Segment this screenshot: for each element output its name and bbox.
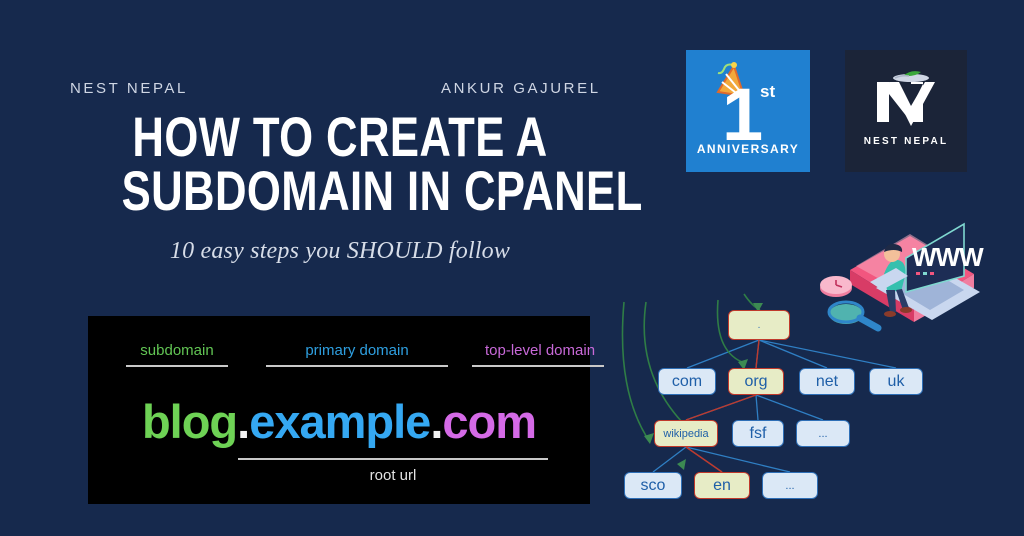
dns-hierarchy-diagram: . com org net uk wikipedia fsf ... sco e… bbox=[600, 290, 1024, 520]
party-hat-icon bbox=[716, 62, 746, 98]
nest-nepal-logo-word: NEST NEPAL bbox=[863, 136, 949, 147]
label-primary-domain-rule bbox=[266, 365, 448, 367]
domain-segment-primary: example bbox=[249, 395, 431, 448]
page-title-line-2: SUBDOMAIN IN CPANEL bbox=[121, 159, 643, 222]
label-subdomain-text: subdomain bbox=[140, 342, 214, 359]
anniversary-word: ANNIVERSARY bbox=[696, 142, 800, 156]
dns-node-fsf[interactable]: fsf bbox=[732, 420, 784, 447]
dns-node-root[interactable]: . bbox=[728, 310, 790, 340]
label-top-level-domain-rule bbox=[472, 365, 604, 367]
label-subdomain: subdomain bbox=[122, 342, 232, 367]
www-laptop-illustration: WWW bbox=[820, 222, 985, 332]
page-subtitle: 10 easy steps you SHOULD follow bbox=[169, 238, 511, 264]
nest-nepal-logo-badge: NEST NEPAL bbox=[845, 50, 967, 172]
dns-node-net[interactable]: net bbox=[799, 368, 855, 395]
magnifier-icon bbox=[829, 304, 863, 324]
root-url-label: root url bbox=[369, 467, 417, 484]
dns-node-sco[interactable]: sco bbox=[624, 472, 682, 499]
domain-part-labels: subdomain primary domain top-level domai… bbox=[88, 342, 604, 376]
root-url-rule bbox=[238, 458, 548, 460]
dns-node-ellipsis-1[interactable]: ... bbox=[796, 420, 850, 447]
dns-node-org[interactable]: org bbox=[728, 368, 784, 395]
anniversary-ordinal: st bbox=[760, 82, 776, 101]
dns-node-uk[interactable]: uk bbox=[869, 368, 923, 395]
label-subdomain-rule bbox=[126, 365, 228, 367]
page-title-line-1: HOW TO CREATE A bbox=[132, 105, 548, 168]
dns-tree-edges bbox=[621, 293, 897, 473]
title-block: HOW TO CREATE A SUBDOMAIN IN CPANEL 10 e… bbox=[60, 105, 643, 265]
author-kicker: ANKUR GAJUREL bbox=[441, 80, 601, 97]
nest-nepal-monogram-icon bbox=[877, 71, 935, 126]
label-top-level-domain: top-level domain bbox=[466, 342, 614, 367]
svg-text:WWW: WWW bbox=[912, 242, 984, 272]
dns-node-com[interactable]: com bbox=[658, 368, 716, 395]
root-url-annotation: root url bbox=[238, 458, 548, 484]
domain-segment-subdomain: blog bbox=[141, 395, 238, 448]
domain-dot-1: . bbox=[237, 395, 250, 448]
label-primary-domain: primary domain bbox=[266, 342, 448, 367]
domain-dot-2: . bbox=[430, 395, 443, 448]
dns-node-ellipsis-2[interactable]: ... bbox=[762, 472, 818, 499]
label-primary-domain-text: primary domain bbox=[305, 342, 409, 359]
dns-node-wikipedia[interactable]: wikipedia bbox=[654, 420, 718, 447]
dns-node-en[interactable]: en bbox=[694, 472, 750, 499]
label-top-level-domain-text: top-level domain bbox=[484, 342, 596, 359]
anniversary-numeral: 1 bbox=[722, 73, 764, 156]
domain-segment-tld: com bbox=[442, 395, 537, 448]
example-domain-string: blog.example.com bbox=[88, 394, 590, 449]
brand-kicker: NEST NEPAL bbox=[70, 80, 188, 97]
domain-anatomy-panel: subdomain primary domain top-level domai… bbox=[88, 316, 604, 504]
anniversary-badge: 1 st ANNIVERSARY bbox=[686, 50, 810, 172]
